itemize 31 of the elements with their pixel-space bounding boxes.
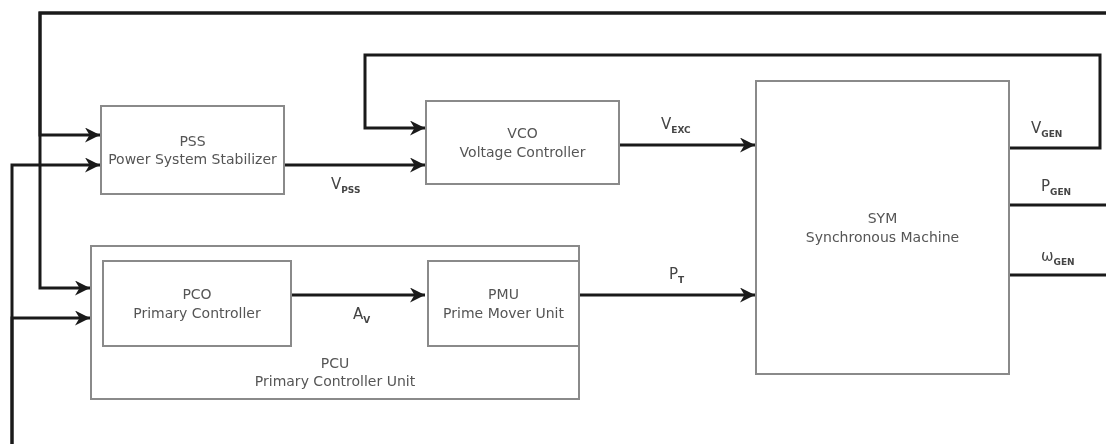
arrow xyxy=(620,137,755,153)
block-name: Prime Mover Unit xyxy=(443,303,564,322)
block-box xyxy=(425,100,620,185)
block-box xyxy=(90,245,580,400)
signal-label: P$_{GEN}$ xyxy=(1040,178,1073,198)
block-abbreviation: PCO xyxy=(182,285,212,304)
arrow xyxy=(285,157,425,173)
arrow xyxy=(38,11,1106,296)
signal-label: V$_{GEN}$ xyxy=(1030,120,1064,140)
block-abbreviation: PCU xyxy=(320,353,350,372)
block-box xyxy=(427,260,580,347)
signal-line xyxy=(1010,203,1106,207)
arrow xyxy=(10,310,90,444)
block-name: Primary Controller xyxy=(133,303,261,322)
signal-label: V$_{PSS}$ xyxy=(330,176,362,196)
block-box xyxy=(102,260,292,347)
block-name: Primary Controller Unit xyxy=(254,371,416,390)
signal-line xyxy=(1010,273,1106,277)
block-name: Synchronous Machine xyxy=(805,227,960,246)
arrow xyxy=(363,53,1102,150)
block-abbreviation: VCO xyxy=(507,124,538,143)
block-name: Power System Stabilizer xyxy=(108,150,277,169)
block-abbreviation: PSS xyxy=(179,131,206,150)
signal-label: V$_{EXC}$ xyxy=(660,116,692,136)
block-abbreviation: SYM xyxy=(867,209,898,228)
block-abbreviation: PMU xyxy=(488,285,519,304)
block-box xyxy=(755,80,1010,375)
block-box xyxy=(100,105,285,195)
signal-label: P$_{T}$ xyxy=(668,266,686,286)
signal-label: A$_{V}$ xyxy=(352,306,372,326)
block-name: Voltage Controller xyxy=(459,142,586,161)
